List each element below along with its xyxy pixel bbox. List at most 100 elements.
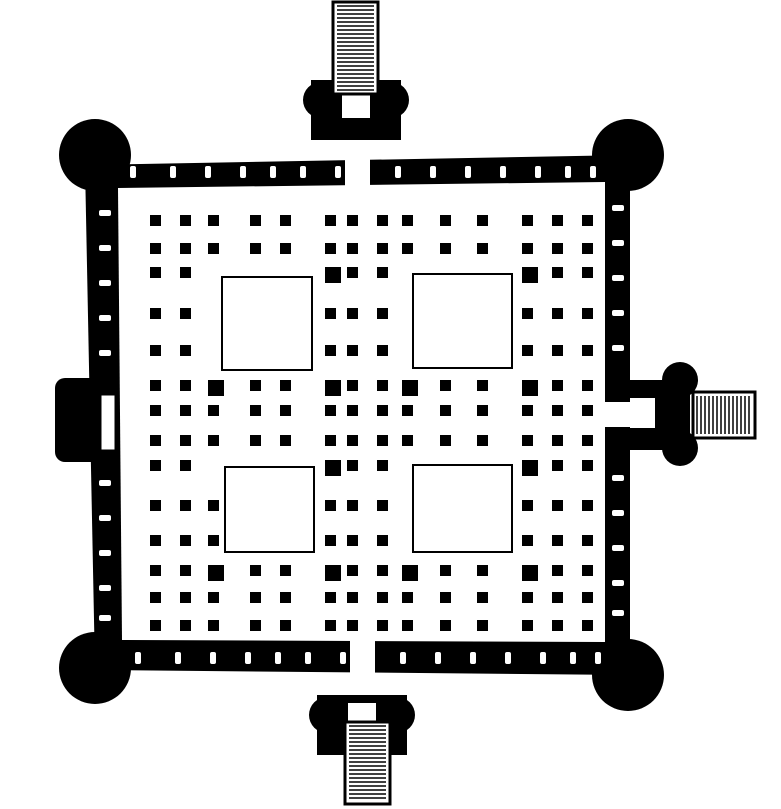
pillar: [250, 435, 261, 446]
pillar: [250, 592, 261, 603]
pillar: [325, 405, 336, 416]
pillar: [582, 215, 593, 226]
pillar: [477, 405, 488, 416]
pillar: [208, 243, 219, 254]
pillar: [150, 267, 161, 278]
pillar: [250, 620, 261, 631]
pillar: [477, 380, 488, 391]
wall-slot: [570, 652, 576, 664]
wall-slot: [170, 166, 176, 178]
pillar: [582, 592, 593, 603]
wall-slot: [612, 240, 624, 246]
pillar: [552, 308, 563, 319]
wall-slot: [305, 652, 311, 664]
pillar: [347, 565, 358, 576]
pillar: [150, 500, 161, 511]
pillar: [280, 405, 291, 416]
pillar: [440, 380, 451, 391]
pillar: [150, 565, 161, 576]
pillar: [325, 460, 341, 476]
wall-slot: [612, 205, 624, 211]
pillar: [325, 500, 336, 511]
pillar: [440, 592, 451, 603]
east-gate-lobe: [662, 362, 698, 398]
wall-slot: [130, 166, 136, 178]
pillar: [477, 215, 488, 226]
pillar: [522, 308, 533, 319]
pillar: [180, 620, 191, 631]
pillar: [552, 500, 563, 511]
pillar: [325, 535, 336, 546]
pillar: [325, 435, 336, 446]
pillar: [477, 592, 488, 603]
pillar: [377, 500, 388, 511]
wall-slot: [99, 480, 111, 486]
pillar: [347, 535, 358, 546]
pillar: [150, 535, 161, 546]
wall-slot: [205, 166, 211, 178]
pillar: [440, 215, 451, 226]
wall-slot: [210, 652, 216, 664]
wall-slot: [470, 652, 476, 664]
pillar: [402, 435, 413, 446]
wall-slot: [99, 615, 111, 621]
pillar: [347, 267, 358, 278]
pillar: [208, 215, 219, 226]
pillar: [552, 380, 563, 391]
pillar: [280, 215, 291, 226]
wall-slot: [590, 166, 596, 178]
pillar: [150, 435, 161, 446]
pillar: [522, 535, 533, 546]
pillar: [377, 215, 388, 226]
pillar: [522, 565, 538, 581]
pillar: [582, 380, 593, 391]
pillar: [325, 215, 336, 226]
pillar: [477, 435, 488, 446]
pillar: [250, 243, 261, 254]
wall-slot: [612, 610, 624, 616]
pillar: [347, 435, 358, 446]
wall-slot: [565, 166, 571, 178]
pillar: [180, 345, 191, 356]
wall-slot: [612, 510, 624, 516]
wall-slot: [300, 166, 306, 178]
wall-slot: [340, 652, 346, 664]
pillar: [325, 592, 336, 603]
pillar: [347, 380, 358, 391]
pillar: [347, 243, 358, 254]
wall-slot: [595, 652, 601, 664]
pillar: [280, 435, 291, 446]
pillar: [250, 405, 261, 416]
pillar: [377, 267, 388, 278]
pillar: [377, 308, 388, 319]
wall-slot: [612, 345, 624, 351]
pillar: [377, 435, 388, 446]
pillar: [180, 435, 191, 446]
wall-slot: [612, 545, 624, 551]
pillar: [180, 308, 191, 319]
pillar: [582, 435, 593, 446]
pillar: [582, 405, 593, 416]
pillar: [325, 345, 336, 356]
wall-slot: [245, 652, 251, 664]
pillar: [402, 405, 413, 416]
pillar: [150, 215, 161, 226]
wall-slot: [99, 585, 111, 591]
wall-slot: [500, 166, 506, 178]
pillar: [402, 620, 413, 631]
wall-slot: [335, 166, 341, 178]
pillar: [150, 405, 161, 416]
north-doorway: [345, 150, 370, 190]
pillar: [180, 592, 191, 603]
pillar: [402, 215, 413, 226]
wall-slot: [175, 652, 181, 664]
pillar: [477, 620, 488, 631]
pillar: [180, 500, 191, 511]
wall-slot: [99, 245, 111, 251]
pillar: [377, 380, 388, 391]
pillar: [180, 380, 191, 391]
pillar: [522, 405, 533, 416]
pillar: [208, 380, 224, 396]
pillar: [377, 460, 388, 471]
